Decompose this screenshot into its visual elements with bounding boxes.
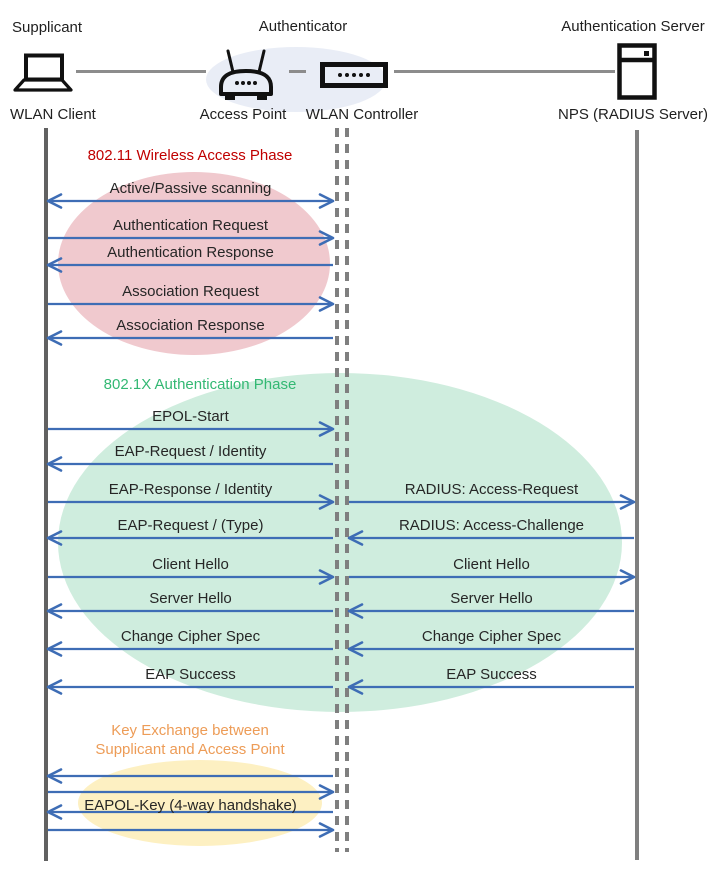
message-label: EAP Success (446, 666, 537, 683)
arrowhead-icon (46, 456, 63, 472)
laptop-icon (13, 53, 73, 92)
arrowhead-icon (46, 193, 63, 209)
phase-80211-ellipse (58, 172, 330, 355)
role-supplicant: Supplicant (12, 19, 83, 36)
arrowhead-icon (318, 421, 335, 437)
message-arrow (46, 330, 333, 346)
message-label: EAP Success (145, 666, 236, 683)
message-label: Active/Passive scanning (109, 180, 272, 197)
message-arrow (48, 421, 335, 437)
message-arrow (46, 804, 333, 820)
message-label: Association Request (122, 283, 259, 300)
message-arrow (46, 193, 335, 209)
device-label-wlan-controller: WLAN Controller (305, 106, 419, 123)
message-arrow (347, 679, 634, 695)
message-arrow (347, 603, 634, 619)
arrowhead-icon (318, 569, 335, 585)
message-label: Association Response (116, 317, 265, 334)
message-arrow (48, 296, 335, 312)
message-arrow (349, 494, 636, 510)
arrowhead-icon (46, 679, 63, 695)
arrowhead-icon (46, 603, 63, 619)
arrowhead-icon (347, 679, 364, 695)
connector-client-ap (76, 70, 206, 73)
message-arrow (46, 530, 333, 546)
message-arrow (46, 603, 333, 619)
arrowhead-icon (46, 530, 63, 546)
arrowhead-icon (46, 330, 63, 346)
access-point-icon (219, 49, 273, 100)
role-authenticator: Authenticator (258, 18, 348, 35)
message-arrow (46, 456, 333, 472)
device-label-nps-radius-server: NPS (RADIUS Server) (557, 106, 709, 123)
message-arrow (46, 768, 333, 784)
message-label: EAP-Request / Identity (114, 443, 267, 460)
message-label: EPOL-Start (152, 408, 229, 425)
message-arrow (349, 569, 636, 585)
connector-controller-server (394, 70, 615, 73)
message-arrow (347, 530, 634, 546)
arrowhead-icon (46, 804, 63, 820)
controller-lifeline-inner (345, 128, 349, 852)
arrowhead-icon (318, 193, 335, 209)
message-label: Server Hello (149, 590, 232, 607)
message-label: Client Hello (453, 556, 530, 573)
arrowhead-icon (318, 230, 335, 246)
connector-ap-controller (289, 70, 306, 73)
phase-key-exchange-title-line1: Key Exchange between (111, 722, 269, 739)
message-label: Authentication Response (107, 244, 274, 261)
message-label: Client Hello (152, 556, 229, 573)
supplicant-lifeline (44, 128, 48, 861)
device-label-access-point: Access Point (199, 106, 287, 123)
message-arrow (48, 494, 335, 510)
arrowhead-icon (318, 494, 335, 510)
arrowhead-icon (46, 768, 63, 784)
arrowhead-icon (318, 784, 335, 800)
message-label: Authentication Request (112, 217, 269, 234)
arrowhead-icon (347, 603, 364, 619)
message-arrow (347, 641, 634, 657)
message-arrow (46, 641, 333, 657)
message-label: EAP-Response / Identity (108, 481, 273, 498)
message-label: Change Cipher Spec (421, 628, 562, 645)
phase-key-exchange-title-line2: Supplicant and Access Point (95, 741, 285, 758)
message-arrow (48, 784, 335, 800)
message-arrow (46, 257, 333, 273)
controller-lifeline-outer (335, 128, 339, 852)
message-label: EAPOL-Key (4-way handshake) (84, 797, 297, 814)
authenticator-group-ellipse (206, 47, 386, 112)
arrowhead-icon (619, 569, 636, 585)
message-arrow (46, 679, 333, 695)
message-label: RADIUS: Access-Challenge (398, 517, 585, 534)
phase-80211-title: 802.11 Wireless Access Phase (87, 147, 293, 164)
wlan-controller-icon (320, 62, 388, 88)
message-label: EAP-Request / (Type) (117, 517, 264, 534)
message-arrow (48, 230, 335, 246)
arrowhead-icon (318, 296, 335, 312)
arrowhead-icon (347, 530, 364, 546)
arrowhead-icon (347, 641, 364, 657)
role-authentication-server: Authentication Server (561, 18, 705, 35)
device-label-wlan-client: WLAN Client (10, 106, 96, 123)
arrowhead-icon (619, 494, 636, 510)
message-arrow (48, 822, 335, 838)
message-label: Server Hello (450, 590, 533, 607)
phase-key-exchange-ellipse (78, 760, 322, 846)
arrowhead-icon (46, 257, 63, 273)
message-label: Change Cipher Spec (120, 628, 261, 645)
phase-8021x-title: 802.1X Authentication Phase (103, 376, 297, 393)
phase-key-exchange-title: Key Exchange between Supplicant and Acce… (40, 721, 340, 759)
arrowhead-icon (318, 822, 335, 838)
arrowhead-icon (46, 641, 63, 657)
message-label: RADIUS: Access-Request (404, 481, 579, 498)
server-icon (617, 43, 657, 100)
message-arrow (48, 569, 335, 585)
server-lifeline (635, 130, 639, 860)
